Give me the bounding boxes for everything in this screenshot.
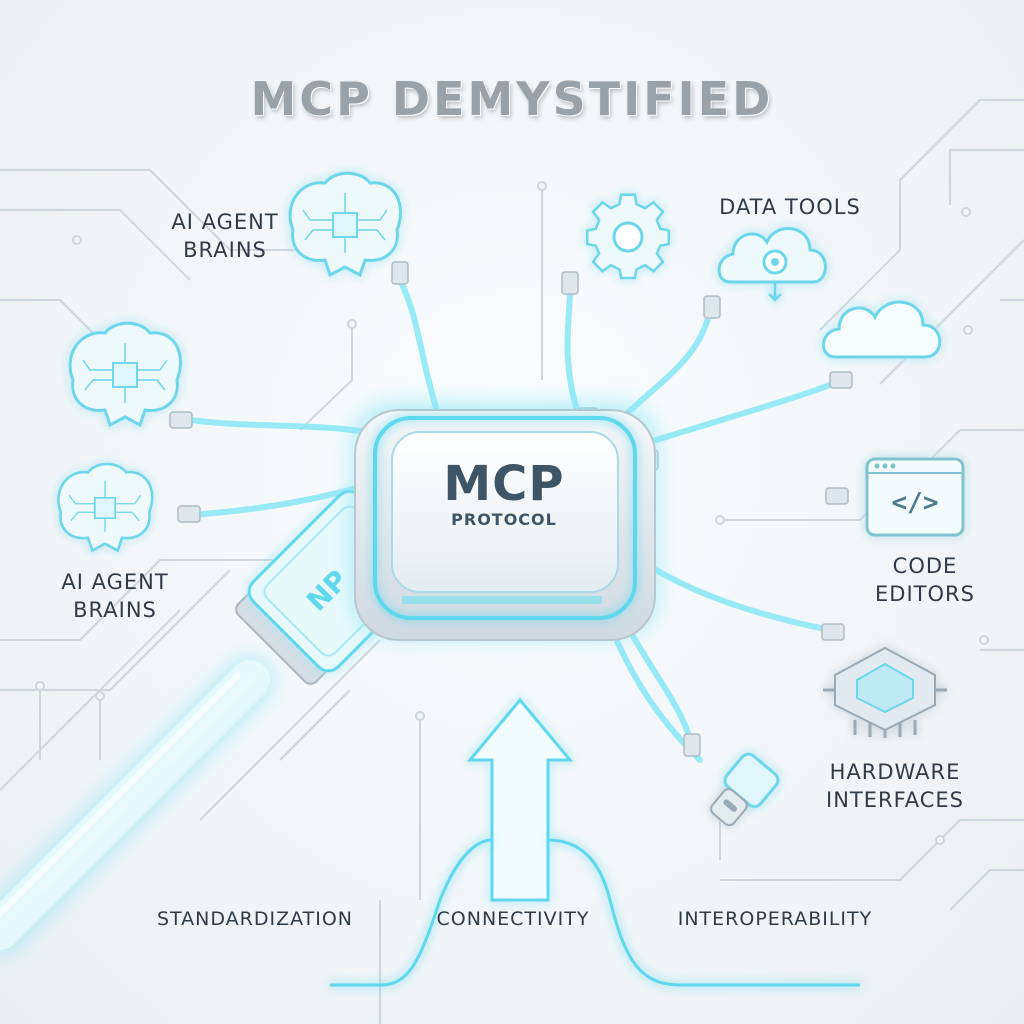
cloud-icon xyxy=(822,300,942,359)
hardware-line1: HARDWARE xyxy=(829,760,961,784)
code-editors-line2: EDITORS xyxy=(875,582,975,606)
left-label-bottom-line2: BRAINS xyxy=(73,598,157,622)
brain-chip-icon xyxy=(57,462,154,553)
bottom-label-interoperability: INTEROPERABILITY xyxy=(677,908,873,930)
svg-text:</>: </> xyxy=(892,488,939,518)
left-label-top-line2: BRAINS xyxy=(183,238,267,262)
left-label-bottom-line1: AI AGENT xyxy=(61,570,169,594)
code-editors-line1: CODE xyxy=(892,554,958,578)
usb-c-plug-icon xyxy=(710,752,780,827)
brain-chip-icon xyxy=(68,321,183,428)
microchip-icon xyxy=(823,646,947,738)
hub-title: MCP xyxy=(443,456,565,512)
left-label-top-line1: AI AGENT xyxy=(171,210,279,234)
hardware-line2: INTERFACES xyxy=(826,788,964,812)
page-title: MCP DEMYSTIFIED xyxy=(250,72,774,126)
data-tools-label: DATA TOOLS xyxy=(719,195,861,219)
brain-chip-icon xyxy=(288,171,403,278)
hub-subtitle: PROTOCOL xyxy=(451,510,557,529)
hardware-label: HARDWARE INTERFACES xyxy=(800,758,990,814)
main-cable xyxy=(0,656,274,954)
circuit-traces xyxy=(0,99,1024,1024)
left-label-bottom: AI AGENT BRAINS xyxy=(40,568,190,624)
cloud-gear-icon xyxy=(717,227,827,302)
flow-lines xyxy=(330,838,860,987)
bottom-label-connectivity: CONNECTIVITY xyxy=(436,908,590,930)
bottom-label-standardization: STANDARDIZATION xyxy=(156,908,354,930)
gear-icon xyxy=(585,193,671,280)
cable-connectors xyxy=(169,261,853,757)
code-editors-label: CODE EDITORS xyxy=(850,552,1000,608)
code-window-icon: </> xyxy=(865,457,965,537)
up-arrow-icon xyxy=(466,697,574,902)
left-label-top: AI AGENT BRAINS xyxy=(150,208,300,264)
mcp-hub-chip xyxy=(350,400,660,641)
